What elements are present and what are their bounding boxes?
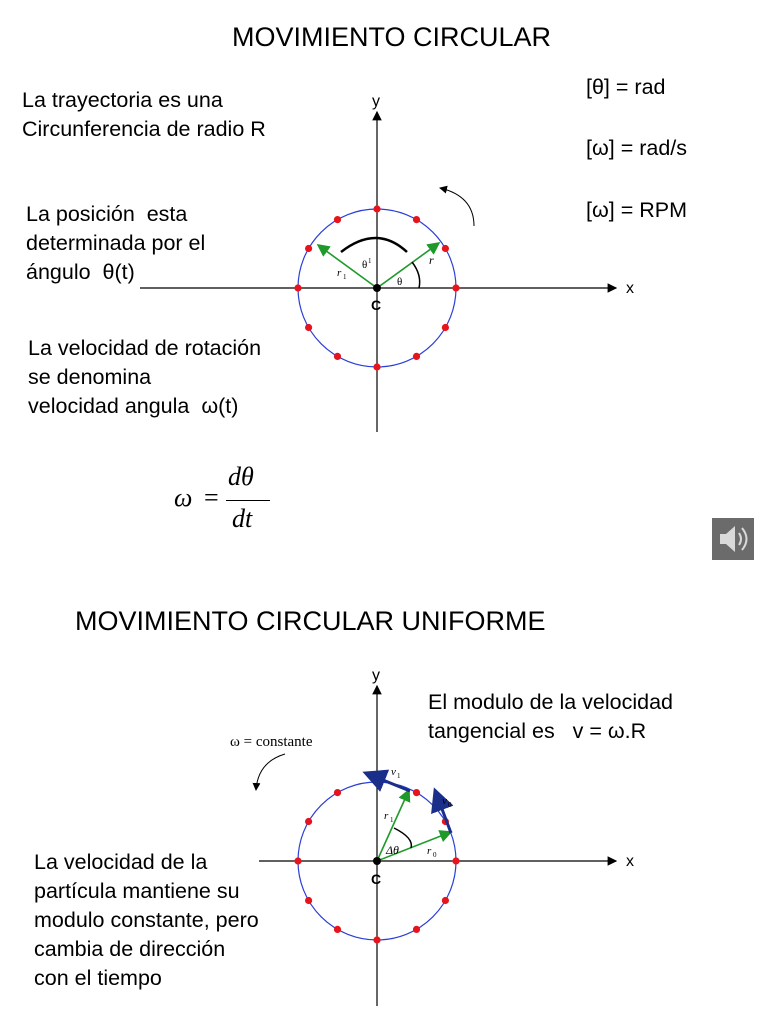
label-v0: v (442, 795, 447, 807)
circle-dot (373, 363, 381, 371)
circle-dot (412, 352, 421, 360)
center-label-2: C (371, 871, 381, 887)
trajectory-text: La trayectoria es una Circunferencia de … (22, 88, 266, 141)
speaker-icon[interactable] (712, 518, 754, 560)
radius-r1-2 (376, 788, 411, 862)
y-axis-label: y (372, 93, 380, 110)
label-r1-2: r (384, 810, 389, 822)
label-r1-2-subscript: 1 (390, 816, 394, 824)
x-axis-label-2: x (626, 853, 634, 870)
particle-text: La velocidad de la partícula mantiene su… (34, 848, 259, 993)
center-point (373, 284, 381, 292)
label-theta: θ (397, 276, 402, 288)
circle-dot (333, 216, 342, 224)
circle-dot (412, 789, 421, 797)
label-delta-theta: Δθ (385, 843, 399, 857)
circle-dot (305, 896, 313, 905)
velocity-v1 (362, 769, 411, 793)
slide1-title: MOVIMIENTO CIRCULAR (232, 22, 552, 52)
circle-dot (441, 323, 449, 332)
label-r0: r (427, 845, 432, 857)
modulus-text: El modulo de la velocidad tangencial es … (428, 690, 674, 743)
circle-dot (373, 205, 381, 213)
label-v0-subscript: 0 (448, 801, 452, 809)
circle-dot (305, 323, 313, 332)
position-text: La posición esta determinada por el ángu… (26, 202, 206, 284)
formula-equals: = (204, 483, 219, 512)
label-r1-subscript: 1 (343, 273, 347, 281)
velocity-text: La velocidad de rotación se denomina vel… (28, 336, 262, 418)
unit-rad: [θ] = rad (586, 75, 666, 99)
label-v1-subscript: 1 (397, 772, 401, 780)
label-v1: v (391, 766, 396, 778)
omega-formula: ω = dθ dt (174, 462, 284, 538)
circle-dot (305, 244, 313, 253)
formula-fraction-bar (226, 500, 270, 501)
y-axis-label-2: y (372, 667, 380, 684)
circle-dot (294, 284, 302, 292)
formula-numerator: dθ (228, 462, 254, 491)
radius-r0 (376, 830, 453, 862)
circle-dot (412, 925, 421, 934)
label-r: r (429, 253, 434, 267)
delta-theta-arc (393, 827, 413, 849)
circle-dot (305, 817, 313, 826)
circle-dot (441, 244, 449, 253)
unit-rad-s: [ω] = rad/s (586, 136, 688, 160)
theta-arc (411, 261, 421, 289)
label-theta1: θ (362, 259, 367, 271)
radius-r1 (316, 244, 378, 289)
circle-dot (333, 789, 342, 797)
omega-constant-label: ω = constante (230, 734, 313, 750)
formula-lhs: ω (174, 483, 193, 512)
rotation-arrow-icon-2 (252, 753, 286, 791)
circle-dot (452, 857, 460, 865)
circle-dot (294, 857, 302, 865)
circle-dot (333, 925, 342, 934)
x-axis-label: x (626, 280, 634, 297)
circle-dot (373, 936, 381, 944)
velocity-v0 (431, 787, 454, 834)
center-label: C (371, 297, 381, 313)
label-theta1-superscript: 1 (368, 257, 372, 265)
circle-dots (294, 205, 460, 371)
circle-dot (452, 284, 460, 292)
formula-denominator: dt (232, 504, 253, 533)
circle-dot (441, 896, 449, 905)
circle-dot (412, 216, 421, 224)
unit-rpm: [ω] = RPM (586, 198, 688, 222)
theta1-arc (340, 236, 408, 253)
slide2-title: MOVIMIENTO CIRCULAR UNIFORME (75, 606, 546, 636)
center-point-2 (373, 857, 381, 865)
circle-dot (333, 352, 342, 360)
label-r1: r (337, 267, 342, 279)
rotation-arrow-icon (439, 185, 475, 227)
label-r0-subscript: 0 (433, 851, 437, 859)
radius-r (376, 242, 441, 289)
